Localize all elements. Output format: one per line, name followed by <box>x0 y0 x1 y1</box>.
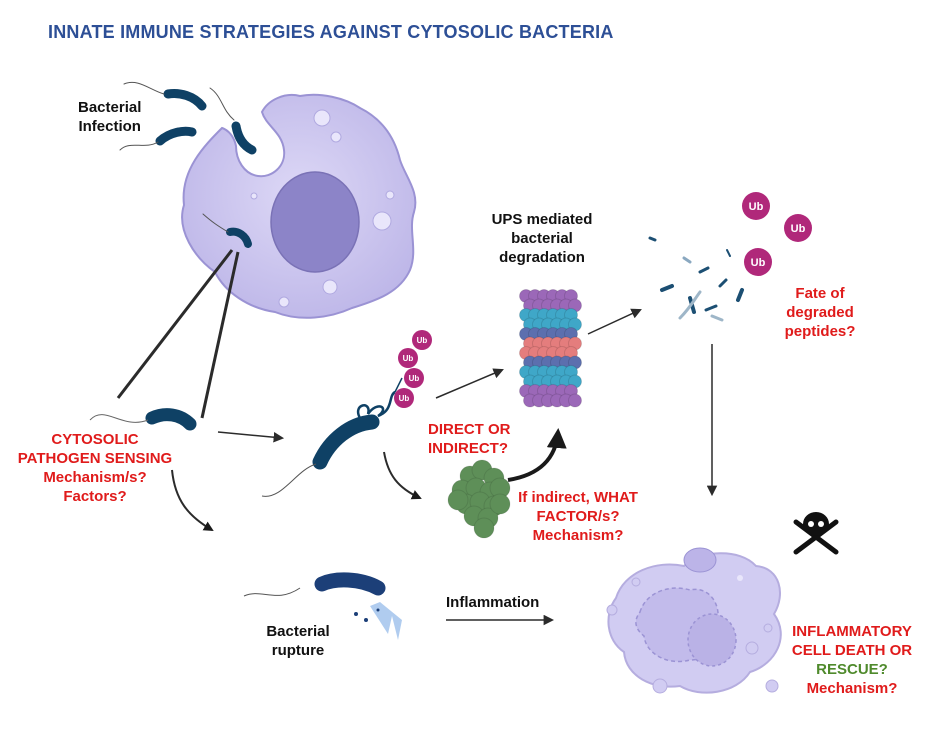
ub-label: Ub <box>791 223 806 235</box>
label-direct-indirect: DIRECT OR INDIRECT? <box>428 421 511 457</box>
label-bacterial-infection: Bacterial Infection <box>78 99 142 135</box>
proteasome-subunit <box>568 393 582 408</box>
proteasome <box>519 289 582 408</box>
factor-subunit <box>447 489 469 511</box>
dying-cell <box>606 547 782 694</box>
cytosolic-bacterium <box>89 408 197 431</box>
free-ubiquitin: Ub Ub Ub <box>742 192 812 276</box>
ub-label: Ub <box>749 201 764 213</box>
ub-label: Ub <box>751 257 766 269</box>
ubiquitin-chain: Ub Ub Ub Ub <box>394 330 432 408</box>
label-bacterial-rupture: Bacterial rupture <box>266 623 330 659</box>
ub-label: Ub <box>403 354 414 363</box>
label-rescue: RESCUE? <box>816 661 888 678</box>
ubiquitinated-bacterium <box>261 377 403 497</box>
factor-subunit <box>473 517 495 539</box>
unknown-factor <box>447 459 511 539</box>
extracellular-bacteria <box>119 81 257 248</box>
ruptured-bacterium <box>243 572 402 640</box>
label-inflammation: Inflammation <box>446 594 540 611</box>
host-cell <box>181 93 417 319</box>
label-ups-degradation: UPS mediated bacterial degradation <box>491 211 593 266</box>
nucleus <box>270 171 360 273</box>
degraded-fragments <box>648 236 744 322</box>
label-fate-peptides: Fate of degraded peptides? <box>784 285 856 340</box>
ub-label: Ub <box>409 374 420 383</box>
ub-label: Ub <box>399 394 410 403</box>
factor-subunit <box>489 493 511 515</box>
label-cytosolic-sensing: CYTOSOLIC PATHOGEN SENSING Mechanism/s? … <box>17 431 173 505</box>
label-cell-death-outcome: INFLAMMATORY CELL DEATH OR RESCUE? Mecha… <box>791 623 913 697</box>
label-indirect-factors: If indirect, WHAT FACTOR/s? Mechanism? <box>518 489 638 544</box>
ub-label: Ub <box>417 336 428 345</box>
page-title: INNATE IMMUNE STRATEGIES AGAINST CYTOSOL… <box>48 22 614 42</box>
skull-icon <box>793 512 839 555</box>
